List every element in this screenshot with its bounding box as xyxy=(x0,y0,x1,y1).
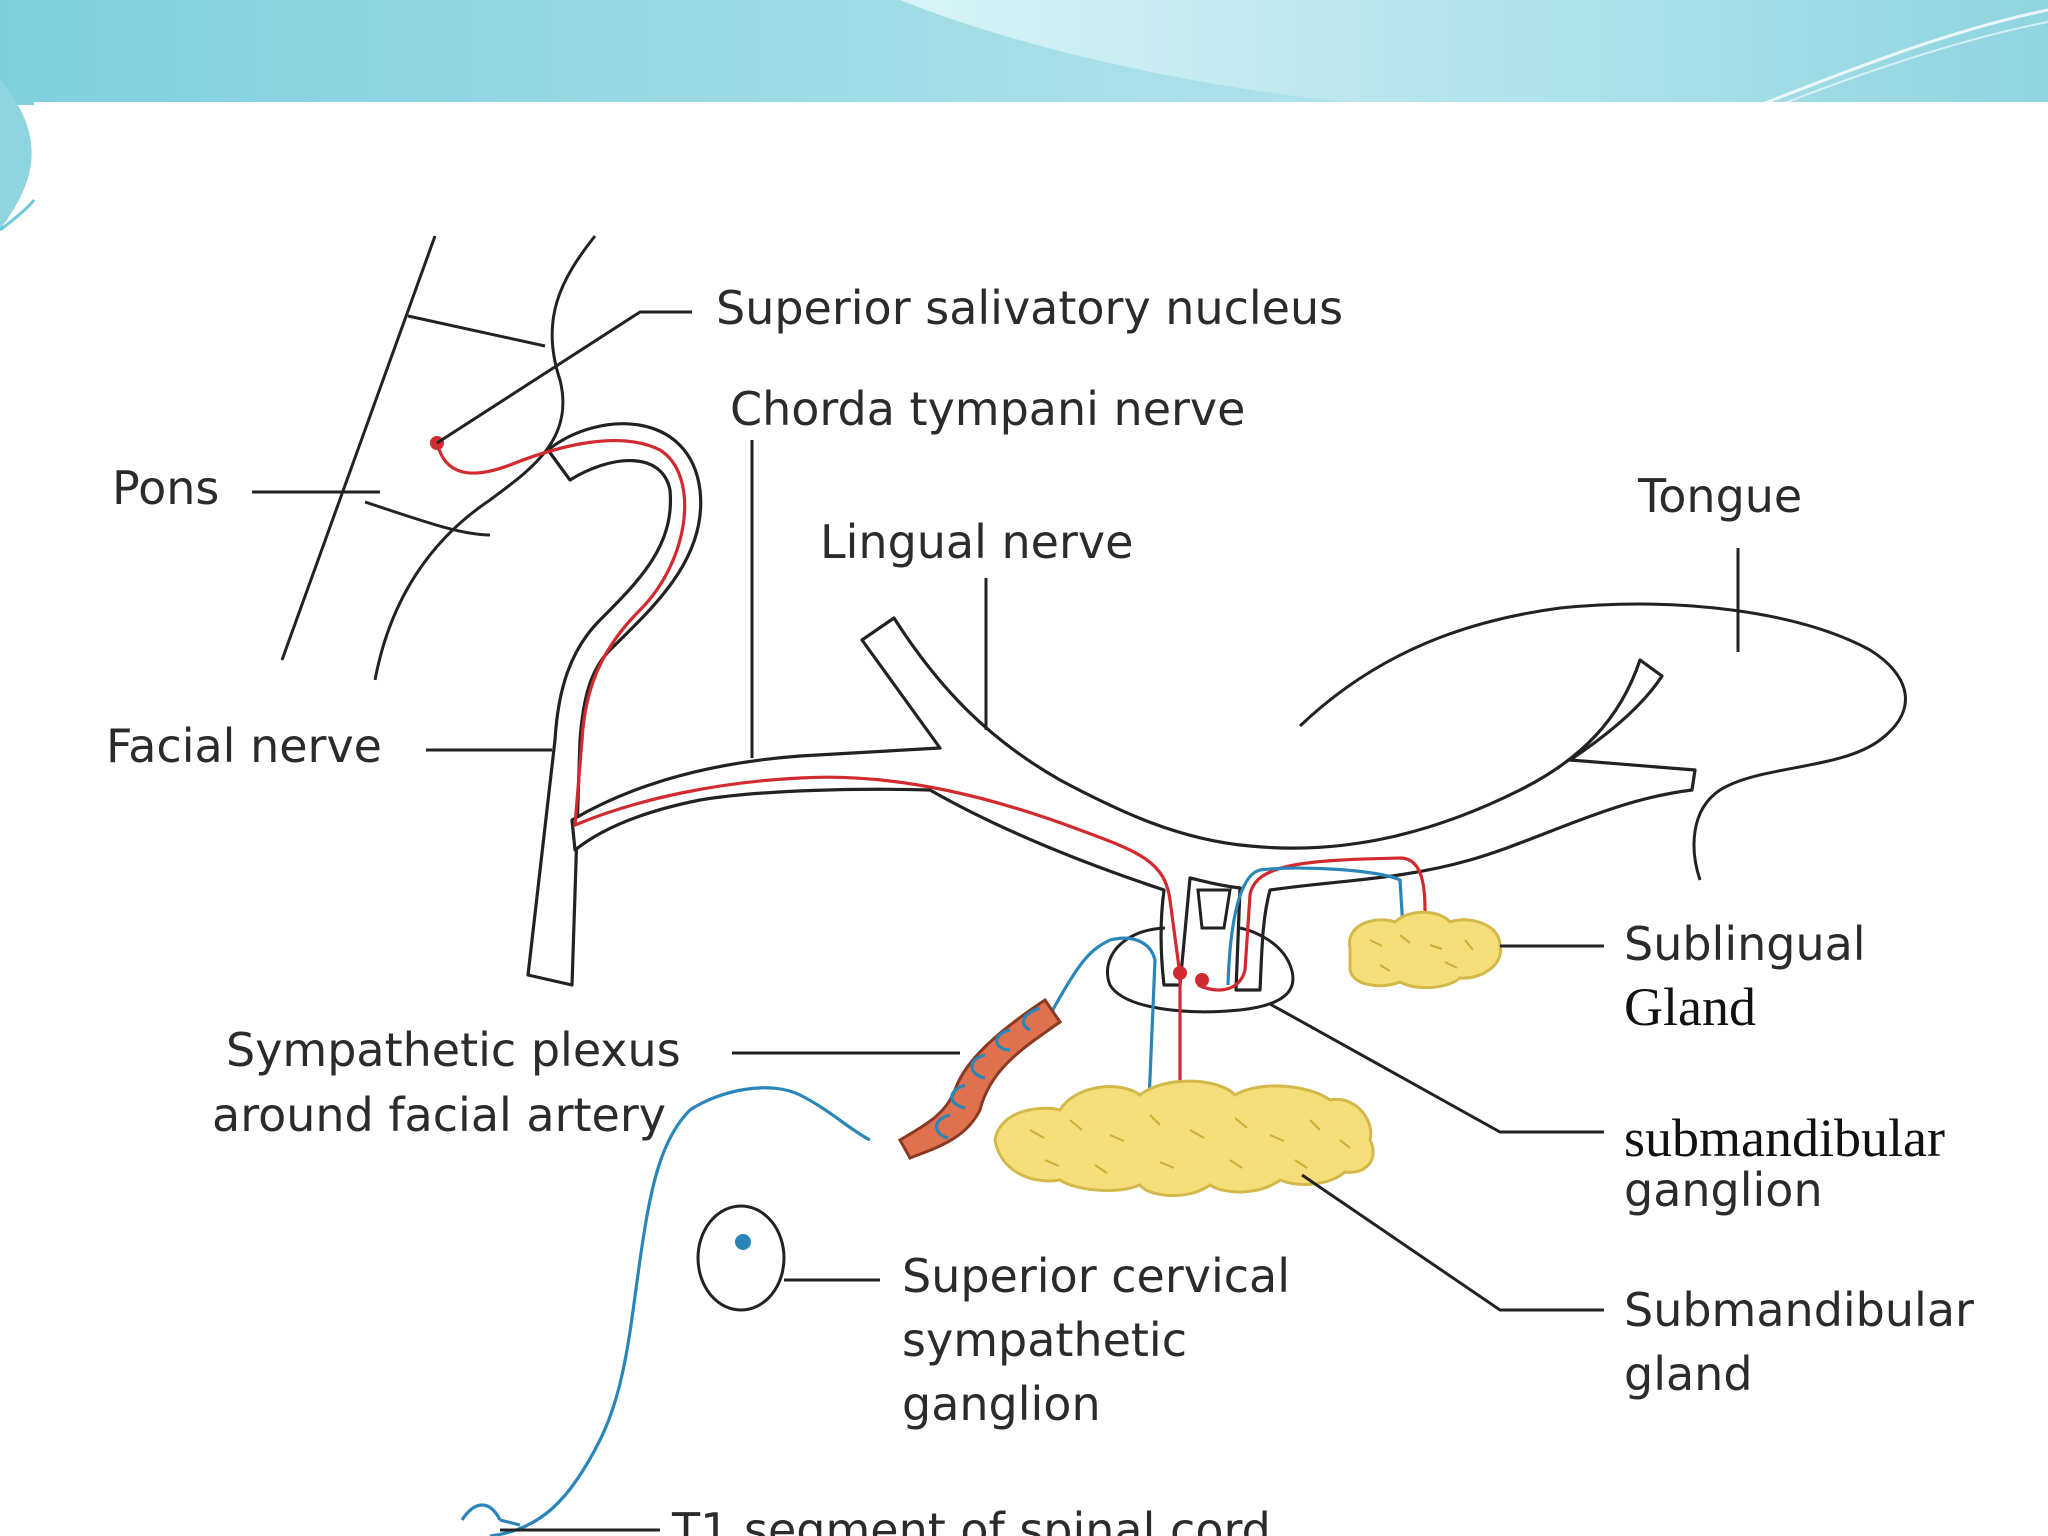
ganglion-neuron-dot xyxy=(1173,966,1187,980)
superior-cervical-ganglion-body xyxy=(696,1204,786,1312)
label-around-facial-artery: around facial artery xyxy=(212,1088,666,1142)
label-submandibular: Submandibular xyxy=(1624,1283,1974,1337)
facial-nerve-trunk xyxy=(526,422,703,987)
facial-artery xyxy=(897,997,1063,1160)
sublingual-gland xyxy=(1348,910,1503,990)
cervical-ganglion-neuron-dot xyxy=(735,1234,751,1250)
ganglion-neuron-dot xyxy=(1195,973,1209,987)
submandibular-ganglion-body xyxy=(1105,926,1295,1014)
parasympathetic-fiber xyxy=(435,439,1182,976)
ganglion-gap xyxy=(1196,888,1232,930)
chorda-tympani-nerve xyxy=(570,616,1697,992)
label-sublingual: Sublingual xyxy=(1624,917,1866,971)
label-t1-segment: T1 segment of spinal cord xyxy=(671,1503,1271,1536)
label-pons: Pons xyxy=(112,461,219,515)
label-ganglion: ganglion xyxy=(902,1377,1101,1431)
label-submandibular-ganglion-line1: submandibular xyxy=(1624,1108,1945,1168)
label-sympathetic: sympathetic xyxy=(902,1313,1187,1367)
label-tongue: Tongue xyxy=(1637,469,1802,523)
label-submandibular-ganglion-line2: ganglion xyxy=(1624,1163,1823,1217)
label-gland: gland xyxy=(1624,1347,1753,1401)
pons-outline xyxy=(280,235,597,681)
label-sympathetic-plexus: Sympathetic plexus xyxy=(226,1023,681,1077)
sympathetic-fiber xyxy=(489,1086,871,1536)
tongue-outline xyxy=(1298,602,1907,881)
label-lingual-nerve: Lingual nerve xyxy=(820,515,1133,569)
label-superior-salivatory-nucleus: Superior salivatory nucleus xyxy=(716,281,1343,335)
label-sublingual-gland: Gland xyxy=(1624,977,1756,1037)
submandibular-gland xyxy=(993,1079,1375,1197)
label-facial-nerve: Facial nerve xyxy=(106,719,382,773)
leader-lines xyxy=(252,310,1740,1532)
label-chorda-tympani-nerve: Chorda tympani nerve xyxy=(730,382,1245,436)
label-superior-cervical: Superior cervical xyxy=(902,1249,1290,1303)
